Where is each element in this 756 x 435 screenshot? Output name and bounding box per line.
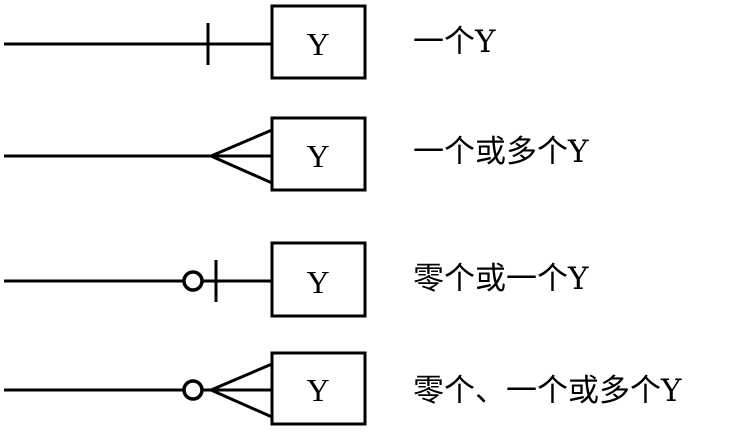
entity-label: Y [306, 26, 329, 62]
entity-label: Y [306, 264, 329, 300]
description-one: 一个Y [413, 24, 496, 60]
row-zero-one-or-many: Y [4, 351, 367, 426]
entity-box [270, 4, 367, 80]
entity-box [270, 116, 367, 192]
zero-circle-icon [182, 379, 204, 401]
description-one-or-many: 一个或多个Y [413, 134, 589, 170]
row-one-or-many: Y [4, 116, 367, 192]
entity-label: Y [306, 372, 329, 408]
entity-box [270, 241, 367, 318]
entity-label: Y [306, 138, 329, 174]
description-zero-or-one: 零个或一个Y [413, 261, 589, 297]
description-zero-one-or-many: 零个、一个或多个Y [413, 373, 682, 409]
crows-foot-icon [207, 128, 273, 185]
row-zero-or-one: Y [4, 241, 367, 318]
zero-circle-icon [182, 270, 204, 292]
row-one: Y [4, 4, 367, 80]
entity-box [270, 351, 367, 426]
crows-foot-icon [207, 362, 273, 419]
